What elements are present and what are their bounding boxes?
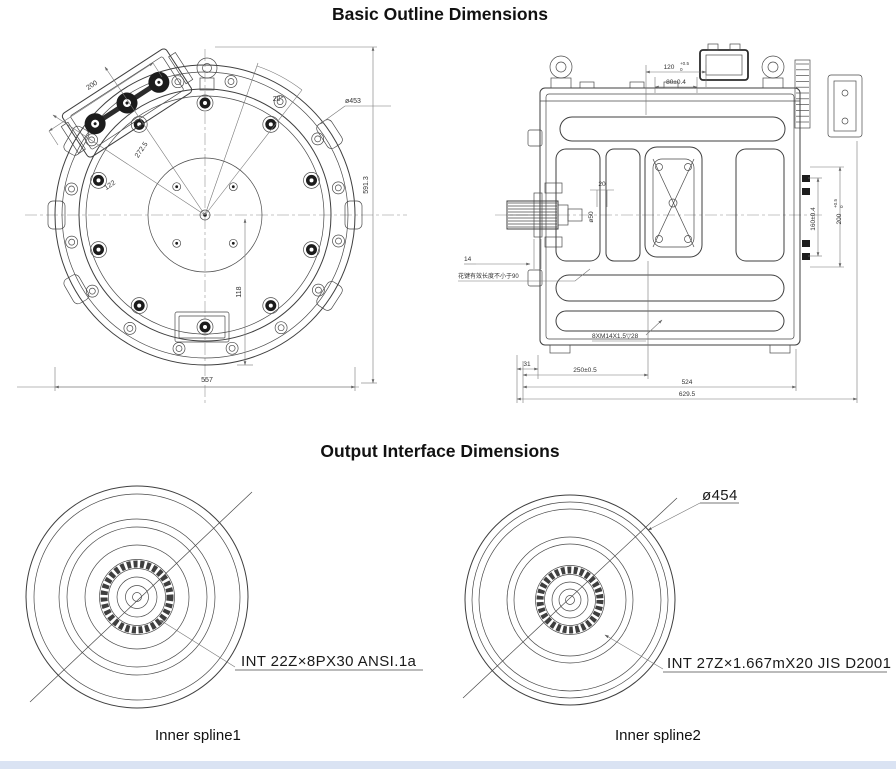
spline1-diagonal-line [29,491,253,703]
center-cover-feature [644,146,703,258]
spline2-callout-group: INT 27Z×1.667mX20 JIS D2001 [604,634,891,673]
spline1-label: Inner spline1 [155,727,241,744]
connector-block [699,43,749,81]
spline2-teeth [536,566,604,634]
terminal-box-bracket [60,48,194,158]
spline1-teeth [100,560,174,634]
dim-angle: 20° [273,95,284,103]
terminal-stud [84,113,106,135]
input-spline-shaft [506,182,583,248]
right-edge-bolts [802,175,810,260]
thread-callout: 8XM14X1.5▽28 [592,333,639,340]
spline2-diagonal-line [462,497,678,699]
dim-top-120: 120 [664,64,675,71]
spline1-circles [25,485,249,709]
dim-top-120-tol-lower: 0 [680,67,683,72]
terminal-stud [148,71,170,93]
inner-spline2-drawing: ø454 INT 27Z×1.667mX20 JIS D2001 [462,487,891,706]
dim-right-160: 160±0.4 [810,207,817,231]
dim-radial-272: 272.5 [134,141,150,160]
side-dimensions: 120 +0.5 0 80±0.4 160±0.4 200 +0.5 0 [458,61,858,403]
dim-bottom-31: 31 [523,361,531,368]
nameplate [174,311,230,343]
dim-right-200: 200 [836,213,843,224]
spline1-callout-group: INT 22Z×8PX30 ANSI.1a [159,619,423,671]
spline1-callout: INT 22Z×8PX30 ANSI.1a [241,653,417,670]
dim-bracket-length: 200 [85,80,99,92]
dim-top-80: 80±0.4 [666,79,686,86]
dim-right-200-tol-upper: +0.5 [833,198,838,208]
section-title-basic-outline: Basic Outline Dimensions [332,4,548,24]
dim-top-120-tol-upper: +0.5 [680,61,690,66]
lifting-eye [196,57,218,91]
gearbox-housing [527,81,801,354]
dim-offset-118: 118 [236,286,243,297]
dim-bottom-629: 629.5 [679,391,696,398]
hub-screws [172,182,238,248]
bottom-accent-strip [0,761,896,769]
terminal-stud [116,92,138,114]
spline2-callout: INT 27Z×1.667mX20 JIS D2001 [667,655,891,672]
lifting-eye-right [761,55,785,89]
dim-right-200-tol-lower: 0 [839,205,844,208]
right-mounting-bracket [827,74,863,138]
spline2-diameter: ø454 [702,487,738,504]
breather-connector [794,59,811,129]
dim-radial-122: 122 [103,180,117,192]
dim-left-14: 14 [464,256,472,263]
lifting-eye-left [549,55,573,89]
front-view-drawing: 200 20° ø453 272.5 122 118 591.3 [17,46,407,403]
dim-shaft-20: 20 [598,181,606,188]
note-spline-length: 花键有效长度不小于90 [458,272,519,280]
spline-hatch [508,202,557,228]
dim-bottom-524: 524 [682,379,693,386]
dim-overall-width: 557 [201,377,213,384]
spline2-diameter-group: ø454 [647,487,739,531]
spline2-circles [464,494,676,706]
dim-shaft-diameter: ø50 [588,211,595,223]
dim-bottom-250: 250±0.5 [573,367,597,374]
side-view-drawing: 120 +0.5 0 80±0.4 160±0.4 200 +0.5 0 [458,43,863,403]
motor-flange-circles [54,64,356,366]
section-title-output-interface: Output Interface Dimensions [320,441,560,461]
dim-outer-diameter: ø453 [345,98,361,105]
dim-overall-height: 591.3 [363,176,370,194]
inner-spline1-drawing: INT 22Z×8PX30 ANSI.1a [25,485,423,709]
spline2-label: Inner spline2 [615,727,701,744]
